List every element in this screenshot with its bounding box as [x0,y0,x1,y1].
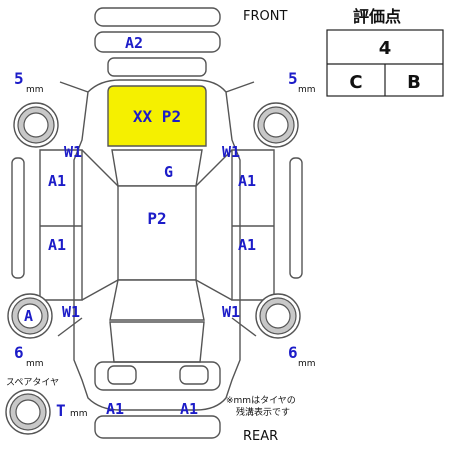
interior-grade: C [349,72,362,93]
overall-grade: 4 [379,38,392,59]
tread-front-left: 5 [14,69,24,88]
trunk-lid [109,321,205,363]
rear-label: REAR [243,429,278,444]
damage-rear-left-tire: A [24,307,33,325]
body-outline [73,79,241,411]
damage-rear-right-wheel: W1 [222,303,240,321]
front-bumper [94,31,221,53]
damage-rear-bumper-left: A1 [106,400,124,418]
damage-front-bumper: A2 [125,34,143,52]
roof-panel [117,185,197,281]
front-bumper-top [94,7,221,27]
rear-window [109,279,205,321]
mm-unit-front-left: mm [26,85,44,95]
front-label: FRONT [243,9,287,24]
windshield [111,149,203,187]
damage-bonnet: XX P2 [133,107,181,126]
damage-front-right-wheel: W1 [222,143,240,161]
grade-title: 評価点 [353,7,401,26]
grade-box: 評価点 4 C B [326,7,444,97]
tires [5,102,301,435]
bonnet-highlight [107,85,207,147]
rear-right-tire [255,293,301,339]
front-left-tire [13,102,59,148]
tire-note-line1: ※mmはタイヤの [226,395,296,406]
rear-bumper-upper [94,361,221,391]
rear-light-right [179,365,209,385]
mm-unit-rear-right: mm [298,359,316,369]
tread-rear-right: 6 [288,343,298,362]
tread-front-right: 5 [288,69,298,88]
damage-right-front-door: A1 [238,172,256,190]
tire-note-line2: 残溝表示です [236,406,290,418]
rear-bumper [94,415,221,439]
damage-left-rear-door: A1 [48,236,66,254]
front-grille [107,57,207,77]
damage-rear-left-wheel: W1 [62,303,80,321]
mm-unit-front-right: mm [298,85,316,95]
spare-tire [5,389,51,435]
spare-tire-label: スペアタイヤ [6,377,59,388]
rear-light-left [107,365,137,385]
car-body-outline [11,7,303,439]
front-right-tire [253,102,299,148]
rear-left-tire [7,293,53,339]
tread-spare: T [56,401,66,420]
damage-right-rear-door: A1 [238,236,256,254]
exterior-grade: B [407,72,421,93]
damage-rear-bumper-right: A1 [180,400,198,418]
tread-rear-left: 6 [14,343,24,362]
damage-front-left-wheel: W1 [64,143,82,161]
damage-windshield: G [164,163,173,181]
damage-left-front-door: A1 [48,172,66,190]
damage-roof: P2 [147,209,166,228]
mm-unit-spare: mm [70,409,88,419]
mm-unit-rear-left: mm [26,359,44,369]
